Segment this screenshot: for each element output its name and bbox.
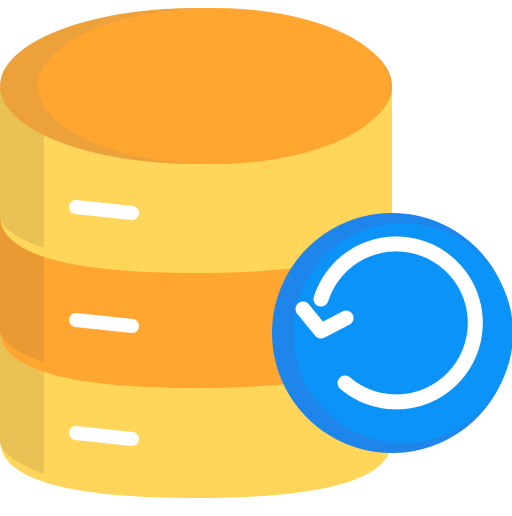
refresh-arrow-head bbox=[295, 301, 354, 339]
database-icon bbox=[0, 8, 392, 498]
database-indicator-line bbox=[69, 313, 139, 333]
database-indicator-line bbox=[69, 426, 139, 446]
database-top-face bbox=[38, 8, 390, 164]
refresh-arrow-arc bbox=[313, 236, 483, 410]
database-indicator-line bbox=[69, 200, 139, 220]
refresh-icon bbox=[272, 213, 512, 453]
